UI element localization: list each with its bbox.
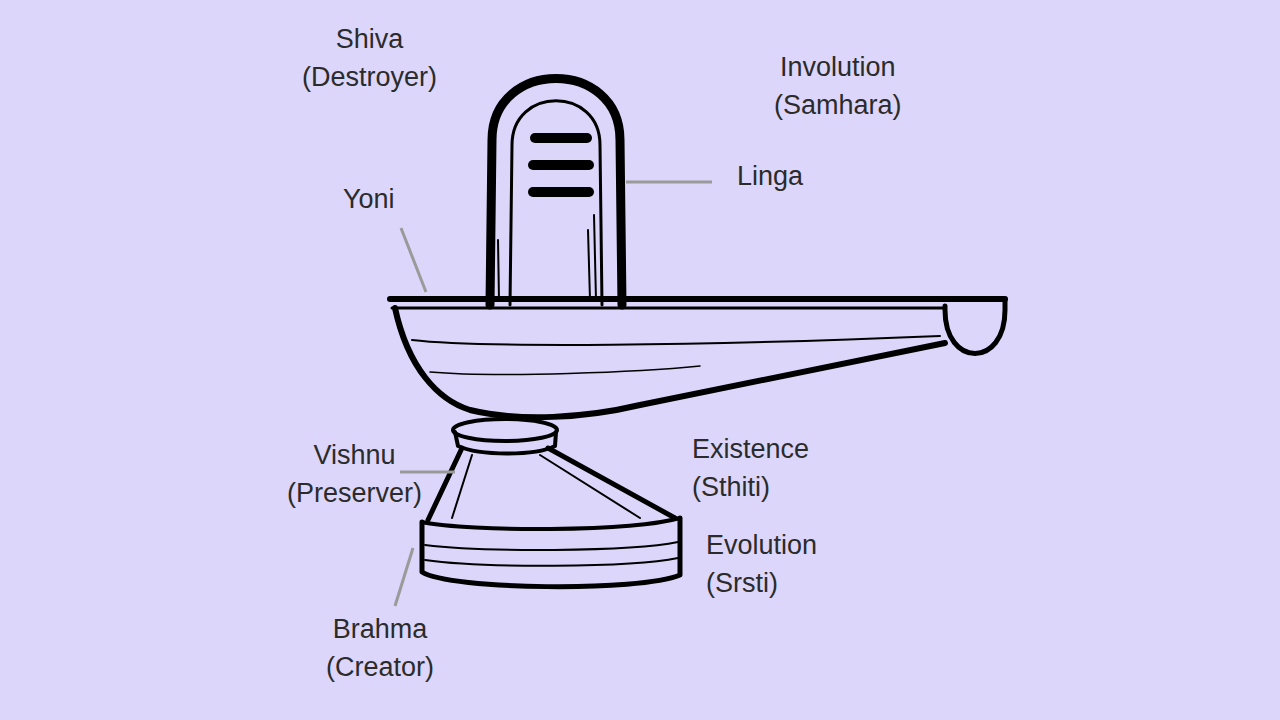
linga-outline [490,79,622,306]
part-label: Yoni [343,180,395,218]
leader-line [400,471,455,474]
part-label: Evolution (Srsti) [706,526,817,602]
part-label: Involution (Samhara) [774,48,902,124]
yoni-spout [945,299,1005,354]
pedestal-band [455,432,556,454]
linga-inner-outline [510,101,602,305]
base-bands [425,542,678,566]
yoni-bowl-line [412,336,940,345]
yoni-rim [390,296,1005,302]
base-top [422,518,680,529]
yoni-bowl [395,308,945,417]
pedestal-cone [428,448,675,520]
pedestal-disc [453,419,557,441]
yoni-bowl-line [430,366,700,374]
part-label: Linga [737,157,803,195]
part-label: Brahma (Creator) [326,610,434,686]
leader-line [395,548,413,606]
linga-stripe [528,187,594,197]
base-outline [422,518,680,587]
linga-stripe [528,160,594,170]
linga-shading [498,215,596,300]
pedestal-cone-shading [452,455,640,518]
leader-lines [395,182,712,606]
part-label: Existence (Sthiti) [692,430,809,506]
leader-line [626,181,712,184]
part-label: Shiva (Destroyer) [302,20,437,96]
yoni-rim-lower [392,307,945,310]
linga-stripe [530,133,592,143]
leader-line [401,228,426,292]
linga-drawing [390,79,1005,587]
part-label: Vishnu (Preserver) [287,436,422,512]
